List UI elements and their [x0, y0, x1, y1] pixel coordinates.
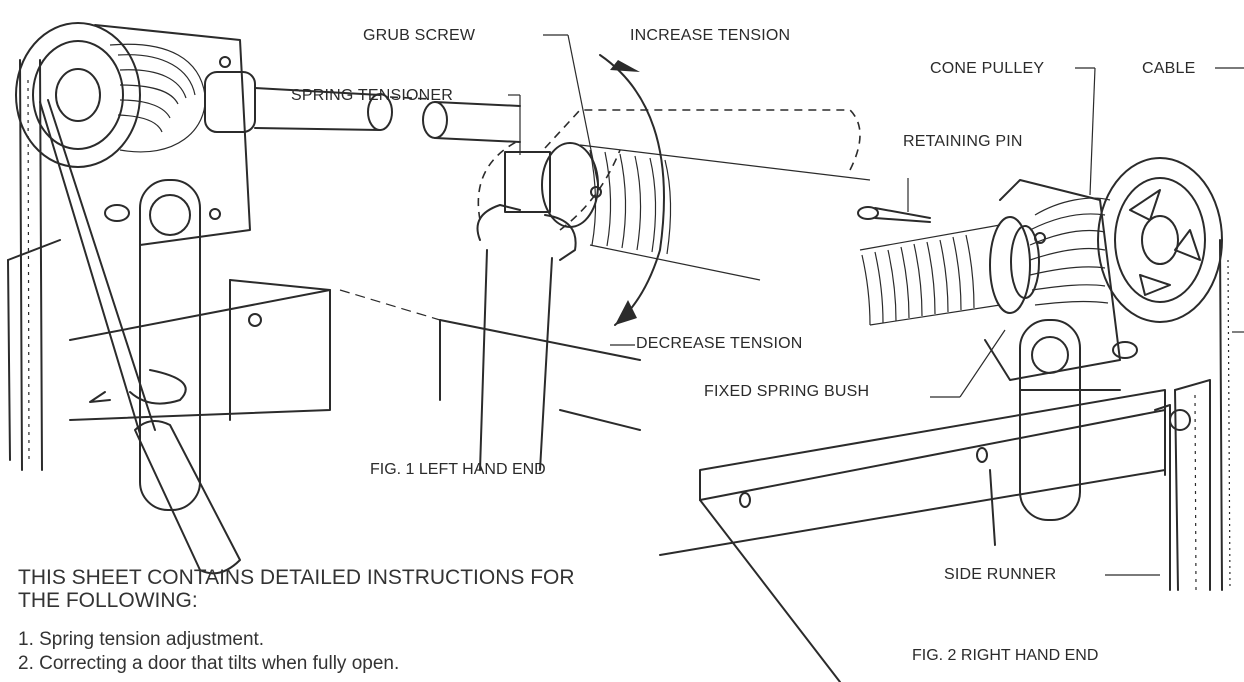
- right-cone-pulley: [1029, 157, 1223, 323]
- intro-heading: THIS SHEET CONTAINS DETAILED INSTRUCTION…: [18, 566, 575, 612]
- screwdriver: [39, 99, 241, 575]
- label-increase-tension: INCREASE TENSION: [630, 27, 791, 44]
- instruction-item: 1. Spring tension adjustment.: [18, 629, 265, 650]
- instruction-item: 2. Correcting a door that tilts when ful…: [18, 653, 400, 674]
- fig1-caption: FIG. 1 LEFT HAND END: [370, 461, 546, 478]
- label-cone-pulley: CONE PULLEY: [930, 60, 1045, 77]
- intro-line-1: THIS SHEET CONTAINS DETAILED INSTRUCTION…: [18, 566, 575, 589]
- tension-arc: [599, 54, 665, 326]
- fixed-spring-bush: [989, 216, 1040, 314]
- left-cone-pulley: [15, 22, 256, 168]
- label-side-runner: SIDE RUNNER: [944, 566, 1057, 583]
- fig2-drawing: [659, 157, 1231, 682]
- fig1-drawing: [7, 22, 871, 575]
- left-door-panel: [69, 279, 641, 431]
- right-spring-coil: [859, 224, 1001, 326]
- label-cable: CABLE: [1142, 60, 1196, 77]
- label-fixed-spring-bush: FIXED SPRING BUSH: [704, 383, 870, 400]
- right-bracket-plate: [984, 179, 1138, 521]
- right-side-runner: [1154, 379, 1211, 591]
- retaining-pin: [857, 178, 931, 223]
- instruction-list: 1. Spring tension adjustment. 2. Correct…: [18, 628, 399, 676]
- right-door-panel: [659, 389, 1166, 682]
- label-retaining-pin: RETAINING PIN: [903, 133, 1023, 150]
- left-shaft: [254, 87, 521, 143]
- label-grub-screw: GRUB SCREW: [363, 27, 476, 44]
- intro-line-2: THE FOLLOWING:: [18, 589, 198, 612]
- tensioner-rotated-outline: [477, 109, 861, 231]
- left-bracket-plate: [94, 24, 251, 511]
- left-side-runner: [7, 59, 61, 471]
- fig2-caption: FIG. 2 RIGHT HAND END: [912, 647, 1099, 664]
- spanner: [476, 204, 577, 471]
- label-spring-tensioner: SPRING TENSIONER: [291, 87, 454, 104]
- leader-lines: [508, 34, 1244, 576]
- label-decrease-tension: DECREASE TENSION: [636, 335, 803, 352]
- right-cable: [1219, 239, 1223, 591]
